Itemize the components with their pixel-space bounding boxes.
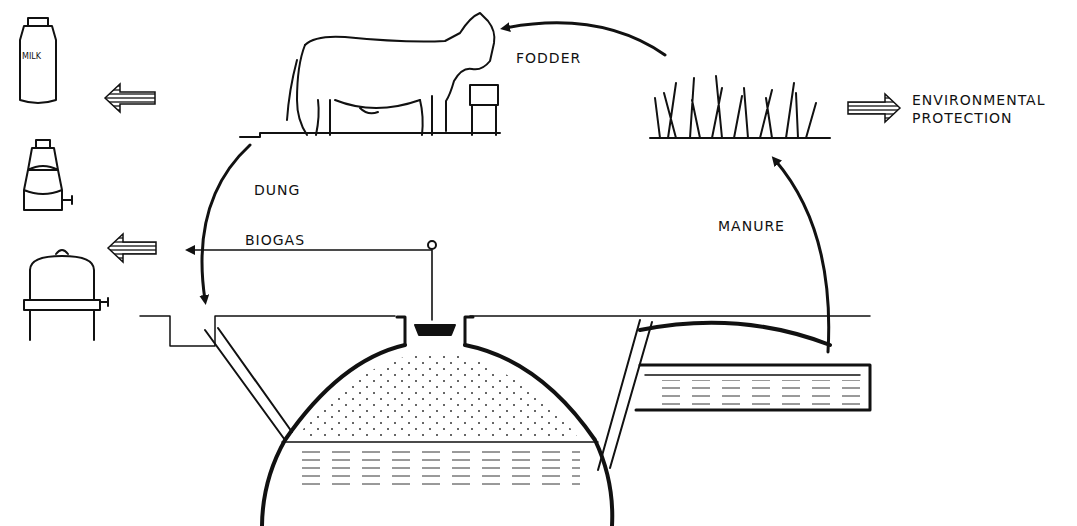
flow-label: BIOGAS <box>245 232 345 250</box>
flow-label: DUNG <box>254 182 354 200</box>
flow-label: MANURE <box>718 218 818 236</box>
flow-label: FODDER <box>516 50 636 68</box>
can-label: MILK <box>22 52 62 62</box>
outcome-label: ENVIRONMENTAL PROTECTION <box>912 92 1072 127</box>
